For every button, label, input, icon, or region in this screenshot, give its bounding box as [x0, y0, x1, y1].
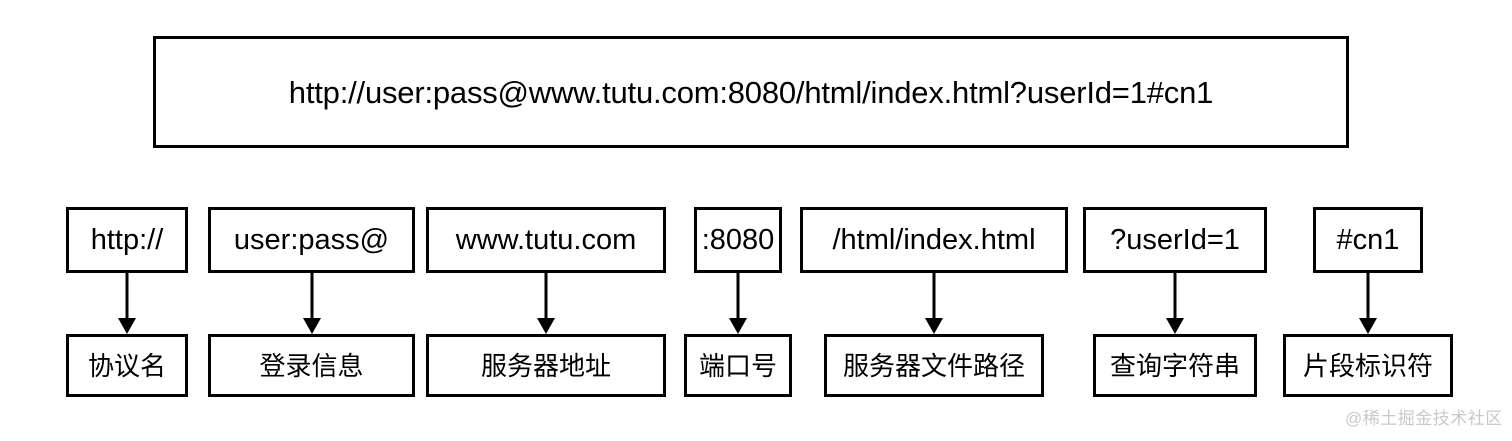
- url-meaning-label: 协议名: [87, 350, 166, 381]
- url-meaning-label: 片段标识符: [1302, 350, 1433, 381]
- connector-arrow-7: [1354, 273, 1382, 334]
- connector-arrow-1: [113, 273, 141, 334]
- url-part-label: ?userId=1: [1110, 223, 1240, 256]
- url-part-box-2: user:pass@: [208, 207, 415, 273]
- url-meaning-box-5: 服务器文件路径: [824, 334, 1044, 397]
- url-part-label: /html/index.html: [832, 223, 1036, 256]
- url-meaning-label: 查询字符串: [1109, 350, 1240, 381]
- url-part-label: :8080: [701, 223, 775, 256]
- url-part-box-1: http://: [66, 207, 188, 273]
- connector-arrow-2: [298, 273, 326, 334]
- url-part-box-7: #cn1: [1313, 207, 1423, 273]
- url-part-box-6: ?userId=1: [1083, 207, 1267, 273]
- url-meaning-label: 端口号: [698, 350, 777, 381]
- connector-arrow-3: [532, 273, 560, 334]
- url-meaning-box-1: 协议名: [66, 334, 188, 397]
- url-meaning-box-7: 片段标识符: [1283, 334, 1453, 397]
- url-banner-box: http://user:pass@www.tutu.com:8080/html/…: [153, 36, 1349, 148]
- url-meaning-box-2: 登录信息: [208, 334, 415, 397]
- connector-arrow-5: [920, 273, 948, 334]
- url-part-box-3: www.tutu.com: [426, 207, 666, 273]
- url-meaning-box-3: 服务器地址: [426, 334, 666, 397]
- url-meaning-label: 服务器文件路径: [842, 350, 1025, 381]
- url-part-label: #cn1: [1336, 223, 1400, 256]
- url-meaning-box-4: 端口号: [684, 334, 792, 397]
- url-banner-text: http://user:pass@www.tutu.com:8080/html/…: [288, 74, 1214, 110]
- url-part-label: user:pass@: [233, 223, 390, 256]
- watermark: @稀土掘金技术社区: [1345, 409, 1503, 428]
- url-part-label: http://: [90, 223, 164, 256]
- connector-arrow-6: [1161, 273, 1189, 334]
- connector-arrow-4: [724, 273, 752, 334]
- url-part-label: www.tutu.com: [455, 223, 637, 256]
- url-meaning-label: 登录信息: [259, 350, 364, 381]
- url-meaning-label: 服务器地址: [480, 350, 611, 381]
- url-part-box-4: :8080: [694, 207, 782, 273]
- url-part-box-5: /html/index.html: [800, 207, 1068, 273]
- url-meaning-box-6: 查询字符串: [1093, 334, 1257, 397]
